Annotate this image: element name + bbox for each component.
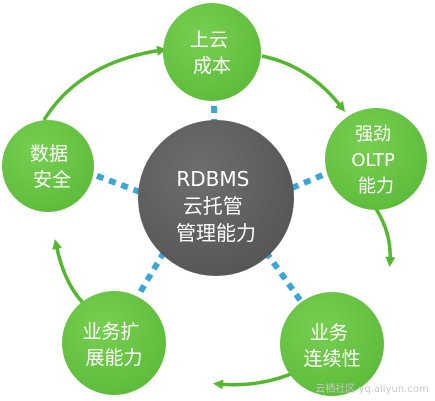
center-node-line: 管理能力 — [176, 221, 256, 245]
center-node-label: RDBMS 云托管 管理能力 — [176, 167, 256, 245]
node-line: 成本 — [193, 55, 231, 77]
node-cloud-cost-circle — [163, 3, 261, 101]
ring-arrow-1 — [261, 54, 346, 112]
node-line: 能力 — [358, 176, 394, 197]
ring-arrow-5 — [42, 45, 167, 121]
node-line: 安全 — [33, 169, 71, 191]
connector-data-security — [90, 171, 142, 195]
ring-arrow-3 — [213, 368, 301, 390]
node-line: 上云 — [190, 29, 228, 51]
watermark-text: 云栖社区 yq.aliyun.com — [315, 382, 428, 395]
node-data-security-label: 数据 安全 — [30, 143, 74, 191]
node-cloud-cost: 上云 成本 — [163, 3, 261, 101]
ring-arrow-2 — [372, 205, 396, 267]
node-expansion: 业务扩 展能力 — [62, 291, 166, 395]
node-line: 连续性 — [303, 348, 360, 370]
node-line: 强劲 — [355, 124, 391, 145]
node-data-security: 数据 安全 — [2, 120, 94, 212]
node-line: 业务 — [310, 322, 348, 344]
node-continuity: 业务 连续性 — [280, 292, 384, 396]
node-oltp-circle — [325, 108, 427, 210]
center-node: RDBMS 云托管 管理能力 — [138, 120, 294, 276]
node-data-security-circle — [2, 120, 94, 212]
node-cloud-cost-label: 上云 成本 — [190, 29, 234, 77]
node-line: 业务扩 — [82, 321, 139, 343]
node-line: 展能力 — [85, 347, 142, 369]
node-expansion-circle — [62, 291, 166, 395]
node-expansion-label: 业务扩 展能力 — [82, 321, 145, 369]
node-oltp: 强劲 OLTP 能力 — [325, 108, 427, 210]
center-node-line: 云托管 — [183, 194, 243, 218]
connector-expansion — [135, 250, 167, 298]
node-continuity-circle — [280, 292, 384, 396]
node-oltp-label: 强劲 OLTP 能力 — [351, 124, 400, 197]
connector-continuity — [263, 250, 303, 302]
node-line: 数据 — [30, 143, 68, 165]
node-continuity-label: 业务 连续性 — [303, 322, 360, 370]
center-node-circle — [138, 120, 294, 276]
connector-oltp — [290, 169, 332, 191]
node-line: OLTP — [351, 150, 395, 171]
center-node-line: RDBMS — [176, 167, 249, 191]
